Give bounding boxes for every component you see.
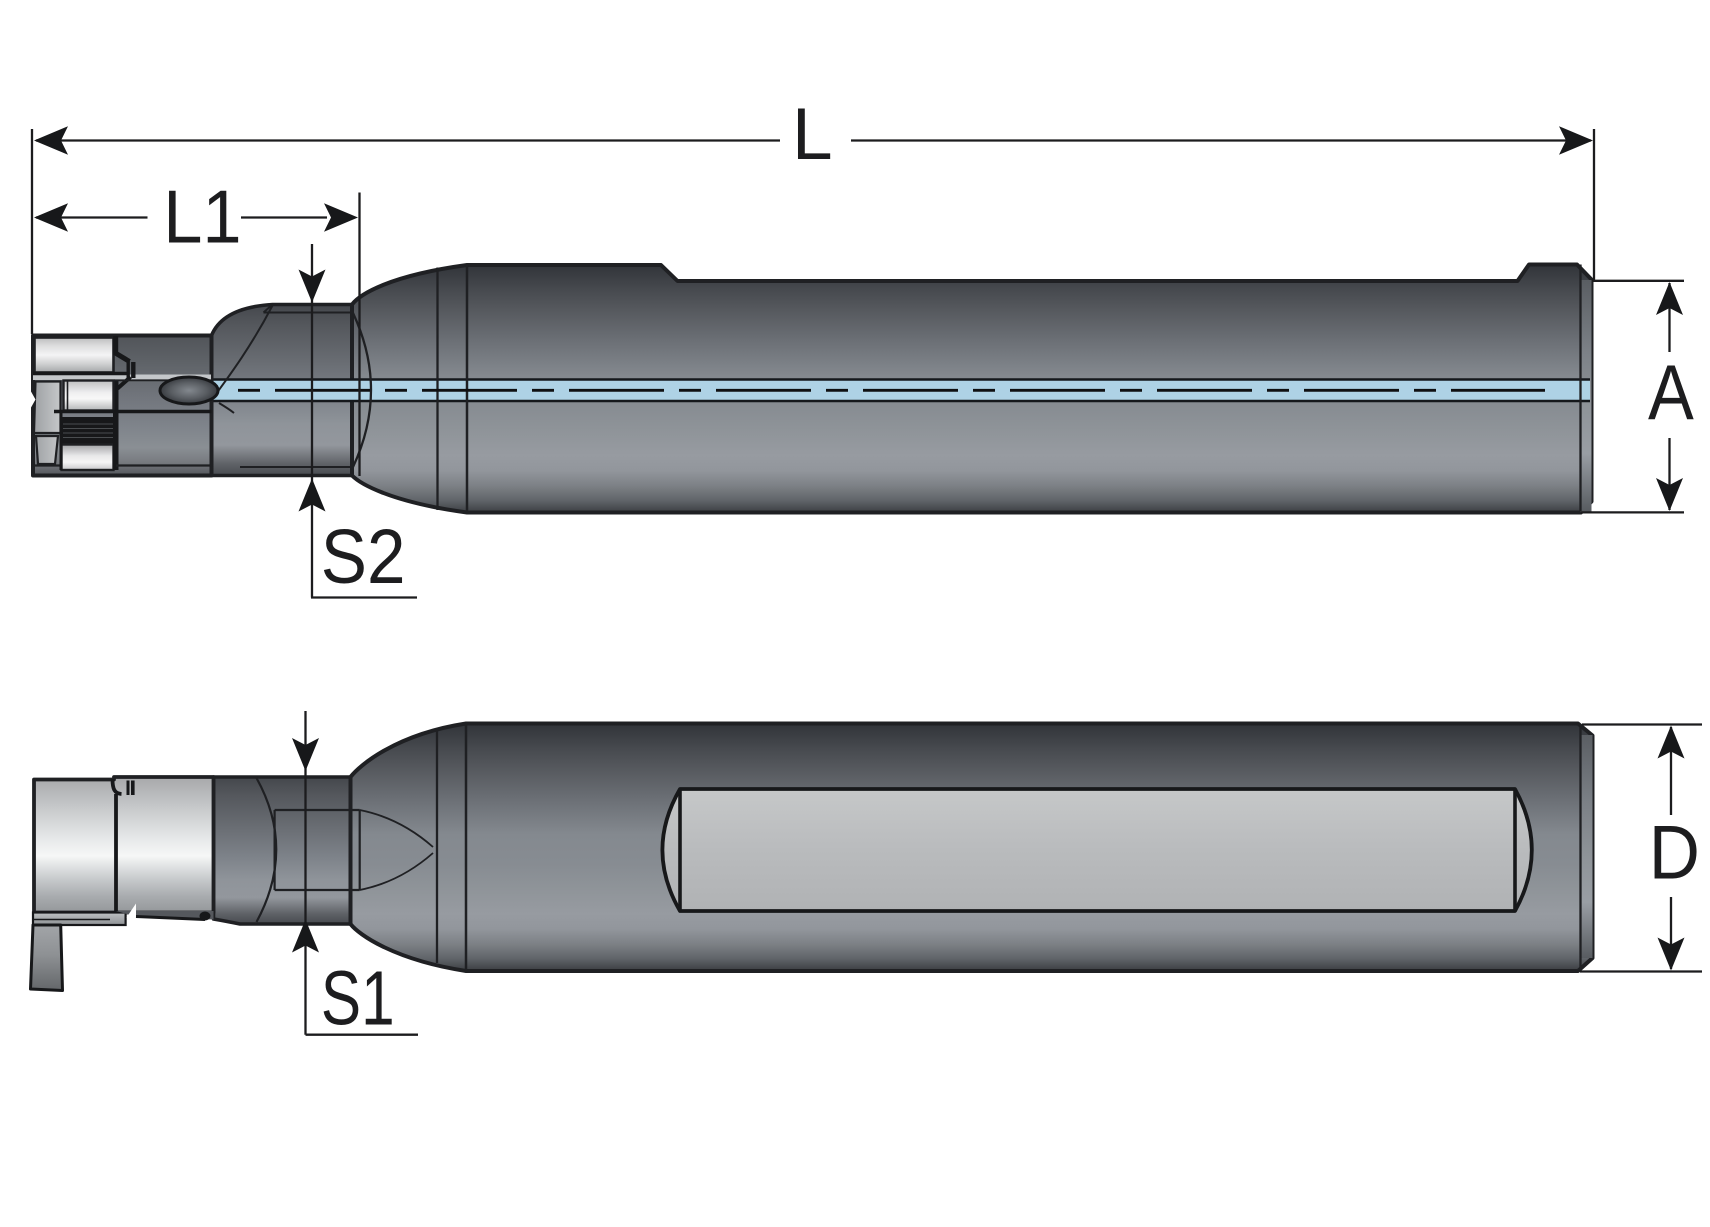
svg-text:L1: L1 [163, 175, 241, 259]
svg-text:L: L [792, 94, 833, 175]
svg-text:D: D [1649, 811, 1700, 896]
svg-text:S1: S1 [321, 956, 395, 1042]
svg-text:S2: S2 [321, 514, 406, 600]
svg-text:A: A [1648, 348, 1694, 436]
